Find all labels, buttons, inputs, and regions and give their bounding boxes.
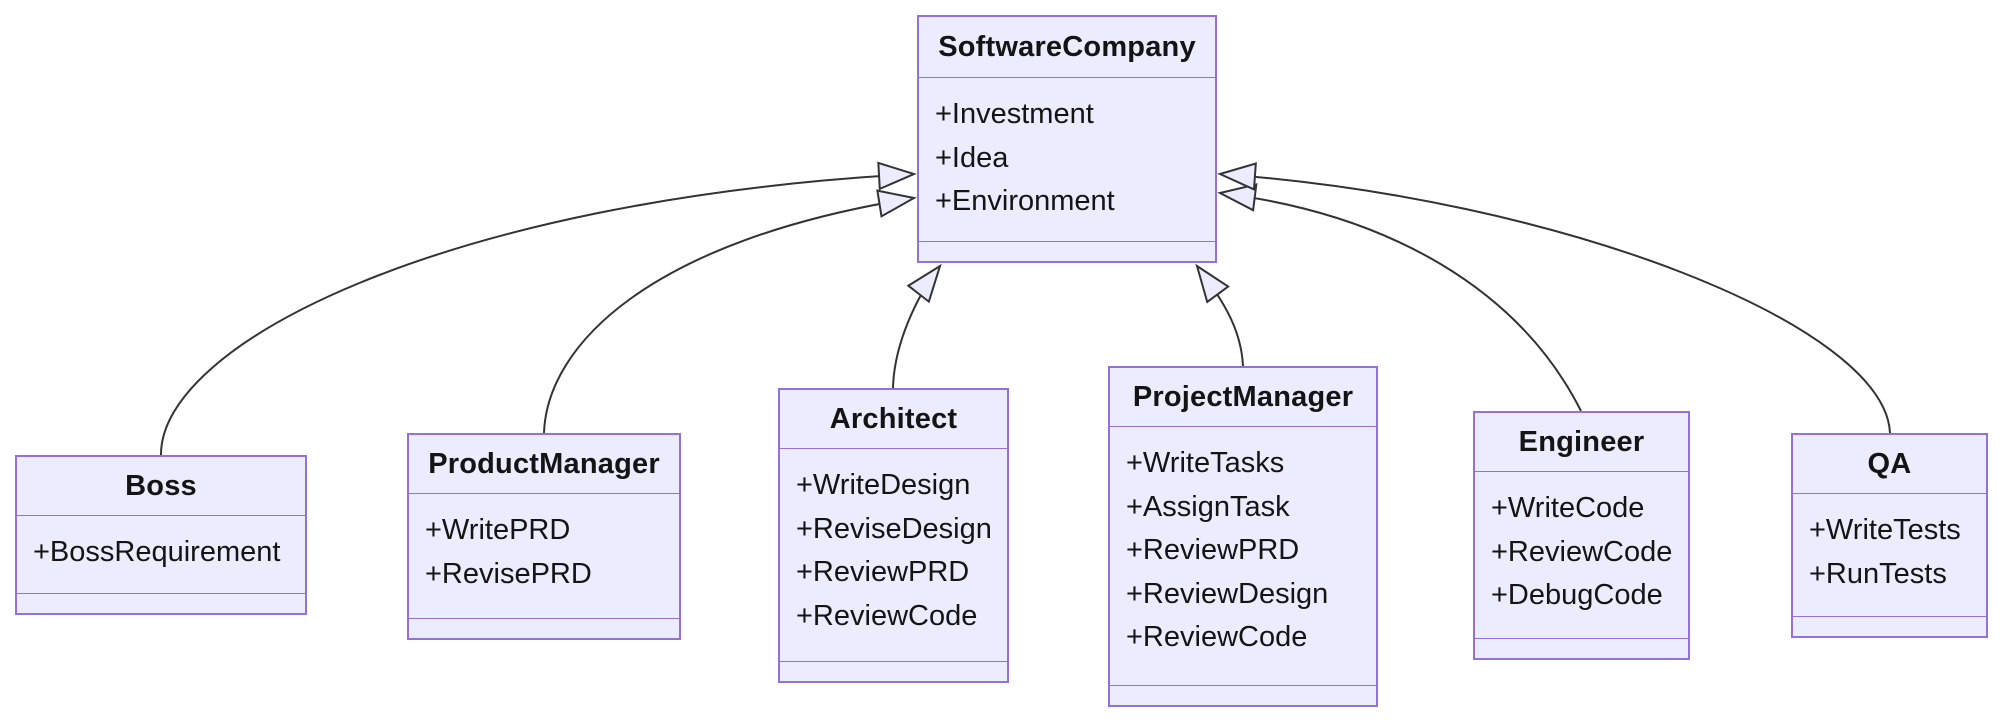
class-methods-empty [409,618,679,638]
class-attribute: +ReviewDesign [1126,577,1329,610]
edge-architect-to-softwarecompany [892,263,942,389]
edge-engineer-to-softwarecompany [1217,183,1582,412]
class-title: SoftwareCompany [919,17,1215,78]
class-attribute: +WriteTests [1809,514,1961,546]
class-methods-empty [1793,616,1986,636]
class-attribute: +ReviewCode [796,599,978,632]
edge-productmanager-to-softwarecompany [543,189,917,434]
class-attribute: +BossRequirement [33,536,281,568]
class-attribute: +ReviewCode [1491,535,1673,568]
edge-boss-to-softwarecompany [159,161,917,456]
class-attribute: +WriteDesign [796,469,971,501]
class-methods-empty [780,661,1007,681]
class-title: ProductManager [409,435,679,494]
class-attribute: +Idea [935,141,1009,174]
class-attributes: +WriteTests +RunTests [1793,494,1986,616]
class-methods-empty [919,241,1215,261]
class-attribute: +WritePRD [425,514,571,546]
class-attribute: +RevisePRD [425,557,592,590]
class-attribute: +ReviewPRD [796,556,970,588]
class-attribute: +WriteTasks [1126,447,1285,479]
class-attributes: +WriteCode +ReviewCode +DebugCode [1475,472,1688,638]
class-boss: Boss +BossRequirement [15,455,307,615]
class-title: Boss [17,457,305,516]
class-qa: QA +WriteTests +RunTests [1791,433,1988,638]
class-attribute: +WriteCode [1491,492,1645,524]
class-architect: Architect +WriteDesign +ReviseDesign +Re… [778,388,1009,683]
class-attribute: +RunTests [1809,557,1947,590]
class-attribute: +Environment [935,185,1115,217]
class-title: Architect [780,390,1007,449]
class-attributes: +Investment +Idea +Environment [919,78,1215,241]
class-title: Engineer [1475,413,1688,472]
class-productmanager: ProductManager +WritePRD +RevisePRD [407,433,681,640]
edge-qa-to-softwarecompany [1217,162,1891,434]
class-methods-empty [1110,685,1376,705]
class-methods-empty [1475,638,1688,658]
class-attribute: +Investment [935,98,1094,130]
class-attribute: +AssignTask [1126,490,1290,523]
class-attributes: +BossRequirement [17,516,305,593]
class-attribute: +DebugCode [1491,579,1663,611]
class-attribute: +ReviewPRD [1126,534,1300,566]
class-attributes: +WriteTasks +AssignTask +ReviewPRD +Revi… [1110,427,1376,685]
class-attribute: +ReviseDesign [796,512,992,545]
class-projectmanager: ProjectManager +WriteTasks +AssignTask +… [1108,366,1378,707]
class-softwarecompany: SoftwareCompany +Investment +Idea +Envir… [917,15,1217,263]
class-title: QA [1793,435,1986,494]
class-attributes: +WritePRD +RevisePRD [409,494,679,618]
class-attributes: +WriteDesign +ReviseDesign +ReviewPRD +R… [780,449,1007,661]
edge-projectmanager-to-softwarecompany [1195,263,1244,367]
class-attribute: +ReviewCode [1126,621,1308,653]
class-methods-empty [17,593,305,613]
class-title: ProjectManager [1110,368,1376,427]
class-engineer: Engineer +WriteCode +ReviewCode +DebugCo… [1473,411,1690,660]
